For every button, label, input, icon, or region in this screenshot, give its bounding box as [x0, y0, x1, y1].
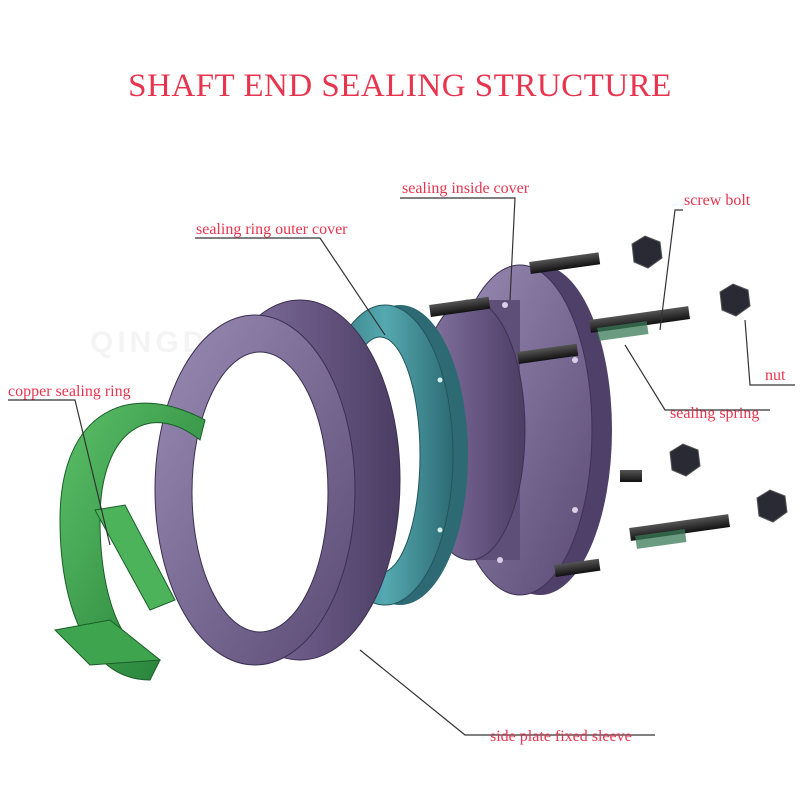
leader-nut — [744, 319, 795, 386]
leader-copper-sealing-ring — [8, 399, 111, 546]
diagram-title: SHAFT END SEALING STRUCTURE — [128, 68, 672, 104]
label-copper-sealing-ring: copper sealing ring — [8, 383, 131, 400]
label-screw-bolt: screw bolt — [684, 192, 751, 209]
label-sealing-spring: sealing spring — [670, 405, 760, 422]
leader-sealing-inside-cover — [400, 197, 516, 301]
sealing-spring-set — [597, 321, 687, 549]
leader-sealing-ring-outer-cover — [195, 237, 386, 336]
leader-lines — [8, 197, 795, 736]
side-plate-fixed-sleeve-part — [154, 299, 401, 666]
label-nut: nut — [765, 367, 786, 384]
leader-sealing-spring — [624, 344, 770, 411]
leader-side-plate-fixed-sleeve — [359, 649, 655, 736]
label-sealing-inside-cover: sealing inside cover — [402, 180, 530, 197]
copper-sealing-ring-part — [53, 402, 206, 681]
label-side-plate-fixed-sleeve: side plate fixed sleeve — [490, 728, 632, 745]
leader-screw-bolt — [659, 209, 683, 331]
nut-set — [631, 235, 788, 523]
label-sealing-ring-outer-cover: sealing ring outer cover — [196, 221, 348, 238]
